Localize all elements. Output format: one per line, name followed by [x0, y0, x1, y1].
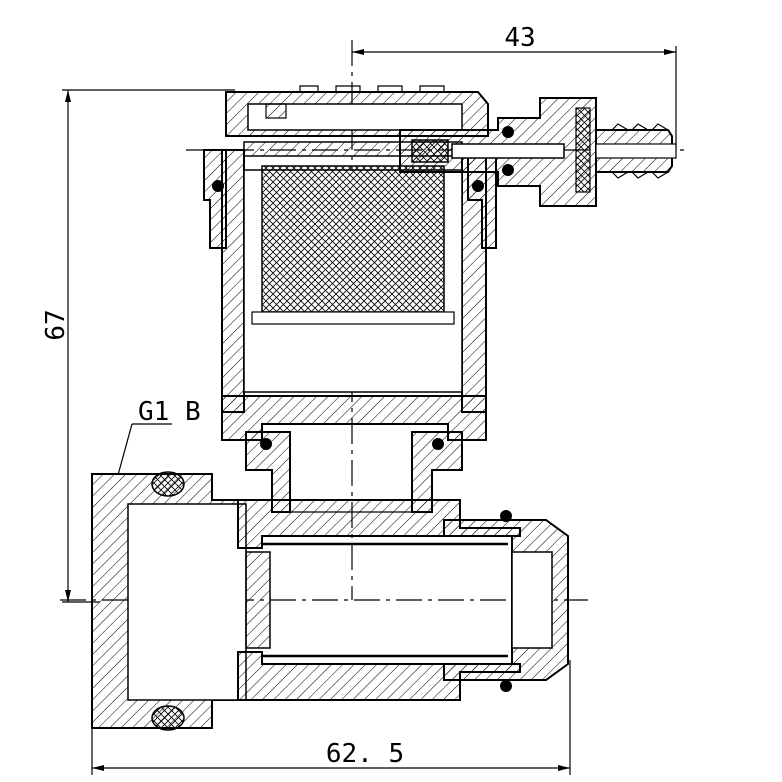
thread-callout: G1 B [117, 397, 201, 476]
o-ring-seal [260, 438, 272, 450]
vent-valve [399, 97, 677, 207]
dimension-62-5-label: 62. 5 [326, 739, 404, 769]
o-ring-seal [500, 680, 512, 692]
o-ring-seal [472, 180, 484, 192]
o-ring-seal [502, 164, 514, 176]
o-ring-seal [212, 180, 224, 192]
thread-label: G1 B [138, 397, 201, 427]
dimension-67: 67 [41, 89, 235, 603]
dimension-43-label: 43 [504, 23, 535, 53]
o-ring-seal [502, 126, 514, 138]
tee-body [91, 471, 569, 731]
dimension-43: 43 [352, 23, 677, 150]
o-ring-seal [500, 510, 512, 522]
dimension-67-label: 67 [41, 309, 71, 340]
dimension-62-5: 62. 5 [91, 660, 571, 775]
o-ring-seal [432, 438, 444, 450]
